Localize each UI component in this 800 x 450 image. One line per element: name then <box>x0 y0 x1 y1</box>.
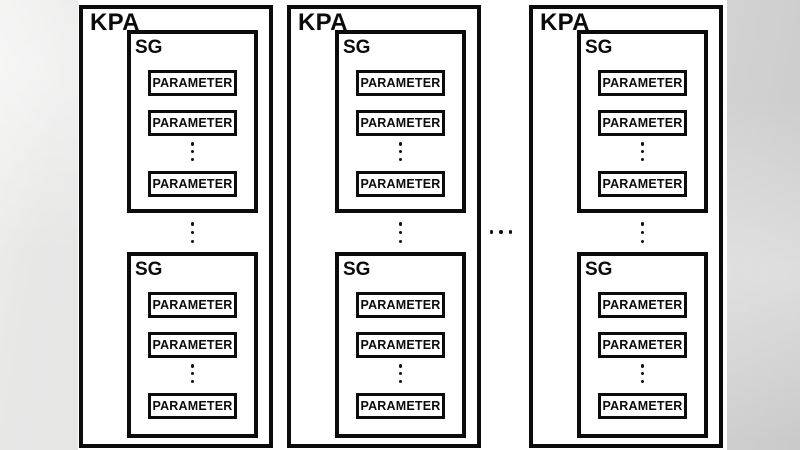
parameter-label: PARAMETER <box>152 177 233 191</box>
vertical-ellipsis-icon <box>190 364 195 383</box>
parameter-label: PARAMETER <box>602 298 683 312</box>
vertical-ellipsis-icon <box>335 222 466 243</box>
parameter-label: PARAMETER <box>152 76 233 90</box>
vertical-ellipsis-icon <box>190 142 195 161</box>
parameter-box: PARAMETER <box>356 292 445 318</box>
sg-box: SG PARAMETER PARAMETER PARAMETER <box>577 30 708 213</box>
vertical-ellipsis-icon <box>640 364 645 383</box>
sg-label: SG <box>135 259 163 280</box>
parameter-box: PARAMETER <box>148 110 237 136</box>
kpa-box: KPA SG PARAMETER PARAMETER PARAMETER SG … <box>529 5 723 448</box>
vertical-ellipsis-icon <box>127 222 258 243</box>
sg-box: SG PARAMETER PARAMETER PARAMETER <box>577 252 708 438</box>
parameter-label: PARAMETER <box>602 116 683 130</box>
parameter-label: PARAMETER <box>360 177 441 191</box>
parameter-label: PARAMETER <box>360 116 441 130</box>
parameter-box: PARAMETER <box>356 171 445 197</box>
parameter-box: PARAMETER <box>356 70 445 96</box>
parameter-box: PARAMETER <box>356 332 445 358</box>
parameter-label: PARAMETER <box>360 399 441 413</box>
diagram-panel: KPA SG PARAMETER PARAMETER PARAMETER SG … <box>78 0 727 450</box>
parameter-list: PARAMETER PARAMETER PARAMETER <box>131 70 254 197</box>
parameter-label: PARAMETER <box>602 76 683 90</box>
parameter-label: PARAMETER <box>360 76 441 90</box>
vertical-ellipsis-icon <box>398 142 403 161</box>
parameter-box: PARAMETER <box>598 171 687 197</box>
parameter-label: PARAMETER <box>602 399 683 413</box>
sg-label: SG <box>585 37 613 58</box>
parameter-box: PARAMETER <box>598 332 687 358</box>
sg-box: SG PARAMETER PARAMETER PARAMETER <box>127 252 258 438</box>
parameter-box: PARAMETER <box>148 171 237 197</box>
parameter-box: PARAMETER <box>356 393 445 419</box>
vertical-ellipsis-icon <box>398 364 403 383</box>
parameter-box: PARAMETER <box>148 332 237 358</box>
parameter-list: PARAMETER PARAMETER PARAMETER <box>339 70 462 197</box>
sg-label: SG <box>343 259 371 280</box>
parameter-label: PARAMETER <box>152 338 233 352</box>
sg-box: SG PARAMETER PARAMETER PARAMETER <box>335 30 466 213</box>
parameter-label: PARAMETER <box>602 177 683 191</box>
parameter-box: PARAMETER <box>148 292 237 318</box>
kpa-box: KPA SG PARAMETER PARAMETER PARAMETER SG … <box>79 5 273 448</box>
parameter-list: PARAMETER PARAMETER PARAMETER <box>581 70 704 197</box>
kpa-box: KPA SG PARAMETER PARAMETER PARAMETER SG … <box>287 5 481 448</box>
parameter-box: PARAMETER <box>598 110 687 136</box>
sg-label: SG <box>343 37 371 58</box>
sg-box: SG PARAMETER PARAMETER PARAMETER <box>127 30 258 213</box>
parameter-box: PARAMETER <box>148 70 237 96</box>
horizontal-ellipsis-icon <box>481 228 521 236</box>
parameter-label: PARAMETER <box>152 116 233 130</box>
parameter-label: PARAMETER <box>360 298 441 312</box>
parameter-box: PARAMETER <box>148 393 237 419</box>
parameter-box: PARAMETER <box>598 292 687 318</box>
parameter-label: PARAMETER <box>152 298 233 312</box>
parameter-list: PARAMETER PARAMETER PARAMETER <box>131 292 254 419</box>
parameter-box: PARAMETER <box>598 70 687 96</box>
sg-box: SG PARAMETER PARAMETER PARAMETER <box>335 252 466 438</box>
vertical-ellipsis-icon <box>577 222 708 243</box>
parameter-box: PARAMETER <box>598 393 687 419</box>
parameter-label: PARAMETER <box>360 338 441 352</box>
vertical-ellipsis-icon <box>640 142 645 161</box>
parameter-list: PARAMETER PARAMETER PARAMETER <box>581 292 704 419</box>
parameter-label: PARAMETER <box>152 399 233 413</box>
sg-label: SG <box>585 259 613 280</box>
sg-label: SG <box>135 37 163 58</box>
parameter-box: PARAMETER <box>356 110 445 136</box>
parameter-list: PARAMETER PARAMETER PARAMETER <box>339 292 462 419</box>
parameter-label: PARAMETER <box>602 338 683 352</box>
